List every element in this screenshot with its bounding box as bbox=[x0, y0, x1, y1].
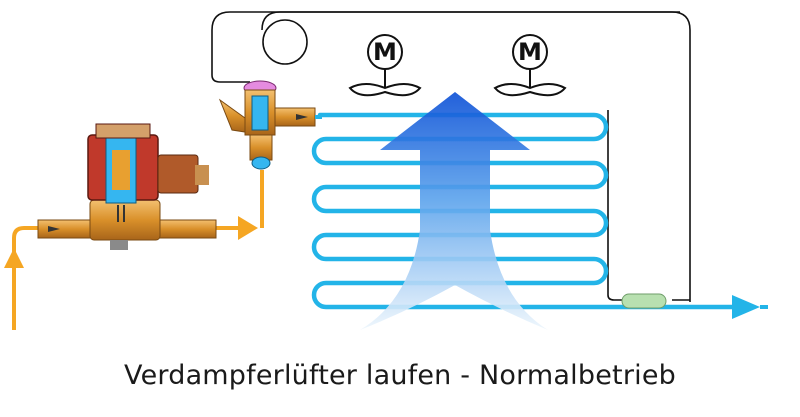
suction-outlet-arrow bbox=[732, 295, 760, 319]
fan-motor-1: M bbox=[348, 34, 422, 97]
sensor-bulb bbox=[621, 293, 667, 309]
airflow-arrow bbox=[360, 92, 548, 330]
evaporator-coil bbox=[311, 112, 743, 310]
expansion-valve bbox=[218, 80, 322, 170]
capillary-line bbox=[211, 11, 691, 302]
thermostat-bulb bbox=[262, 19, 308, 65]
fan-motor-2: M bbox=[493, 34, 567, 97]
liquid-flow-arrow bbox=[238, 216, 258, 240]
solenoid-valve bbox=[37, 123, 217, 250]
diagram-caption: Verdampferlüfter laufen - Normalbetrieb bbox=[124, 360, 676, 391]
liquid-inlet-arrow bbox=[4, 248, 24, 268]
motor-label-2: M bbox=[518, 38, 542, 66]
motor-label-1: M bbox=[373, 38, 397, 66]
